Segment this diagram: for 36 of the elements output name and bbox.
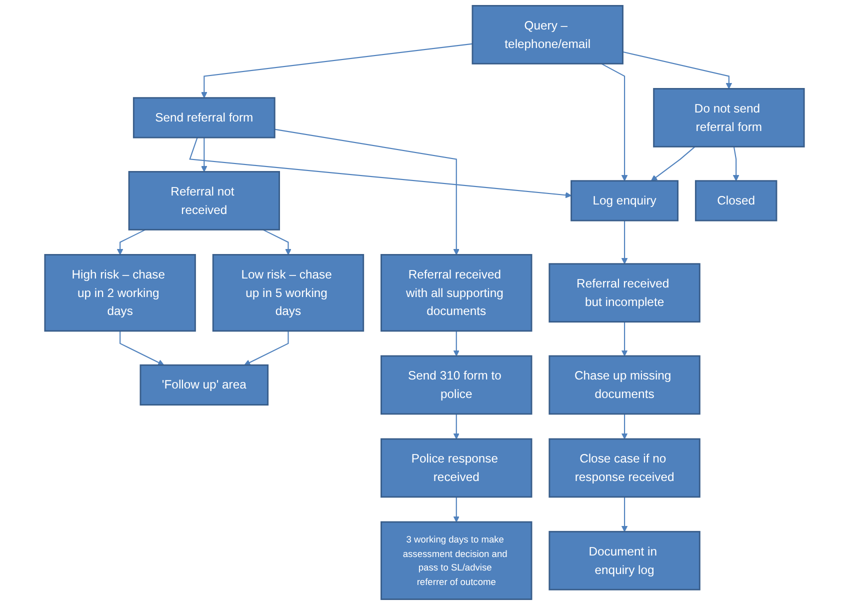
- arrow: [116, 229, 146, 256]
- arrow: [120, 330, 164, 366]
- node-box: High risk – chase up in 2 working days: [44, 254, 196, 332]
- node-box: Send referral form: [132, 97, 276, 138]
- arrow: [621, 414, 628, 440]
- arrow: [601, 63, 628, 182]
- arrow: [453, 414, 460, 440]
- node-box: Log enquiry: [570, 180, 678, 222]
- arrow: [262, 229, 292, 256]
- node-box: Document in enquiry log: [548, 530, 700, 590]
- node-box: Low risk – chase up in 5 working days: [212, 254, 364, 332]
- arrow: [732, 146, 740, 182]
- arrow: [274, 128, 460, 256]
- node-box: Chase up missing documents: [548, 355, 700, 415]
- arrow: [453, 496, 460, 522]
- node-box: Referral received with all supporting documents: [380, 254, 532, 332]
- node-box: Referral received but incomplete: [548, 263, 700, 323]
- arrow: [621, 220, 628, 264]
- arrow: [621, 496, 628, 532]
- arrow: [453, 330, 460, 356]
- node-box: Query – telephone/email: [472, 5, 624, 64]
- node-box: Send 310 form to police: [380, 355, 532, 415]
- arrow: [201, 138, 208, 172]
- node-box: Do not send referral form: [653, 88, 805, 148]
- arrow: [201, 43, 473, 98]
- arrow: [244, 330, 289, 366]
- arrow: [650, 146, 696, 182]
- node-box: Close case if no response received: [548, 438, 700, 498]
- arrow: [621, 322, 628, 356]
- node-box: Referral not received: [128, 171, 280, 230]
- node-box: 3 working days to make assessment decision and pass to SL/advise referrer of outcome: [380, 521, 532, 600]
- arrow: [622, 51, 732, 90]
- node-box: Police response received: [380, 438, 532, 498]
- arrow: [189, 137, 572, 198]
- node-box: Closed: [694, 180, 778, 222]
- node-box: 'Follow up' area: [140, 364, 269, 406]
